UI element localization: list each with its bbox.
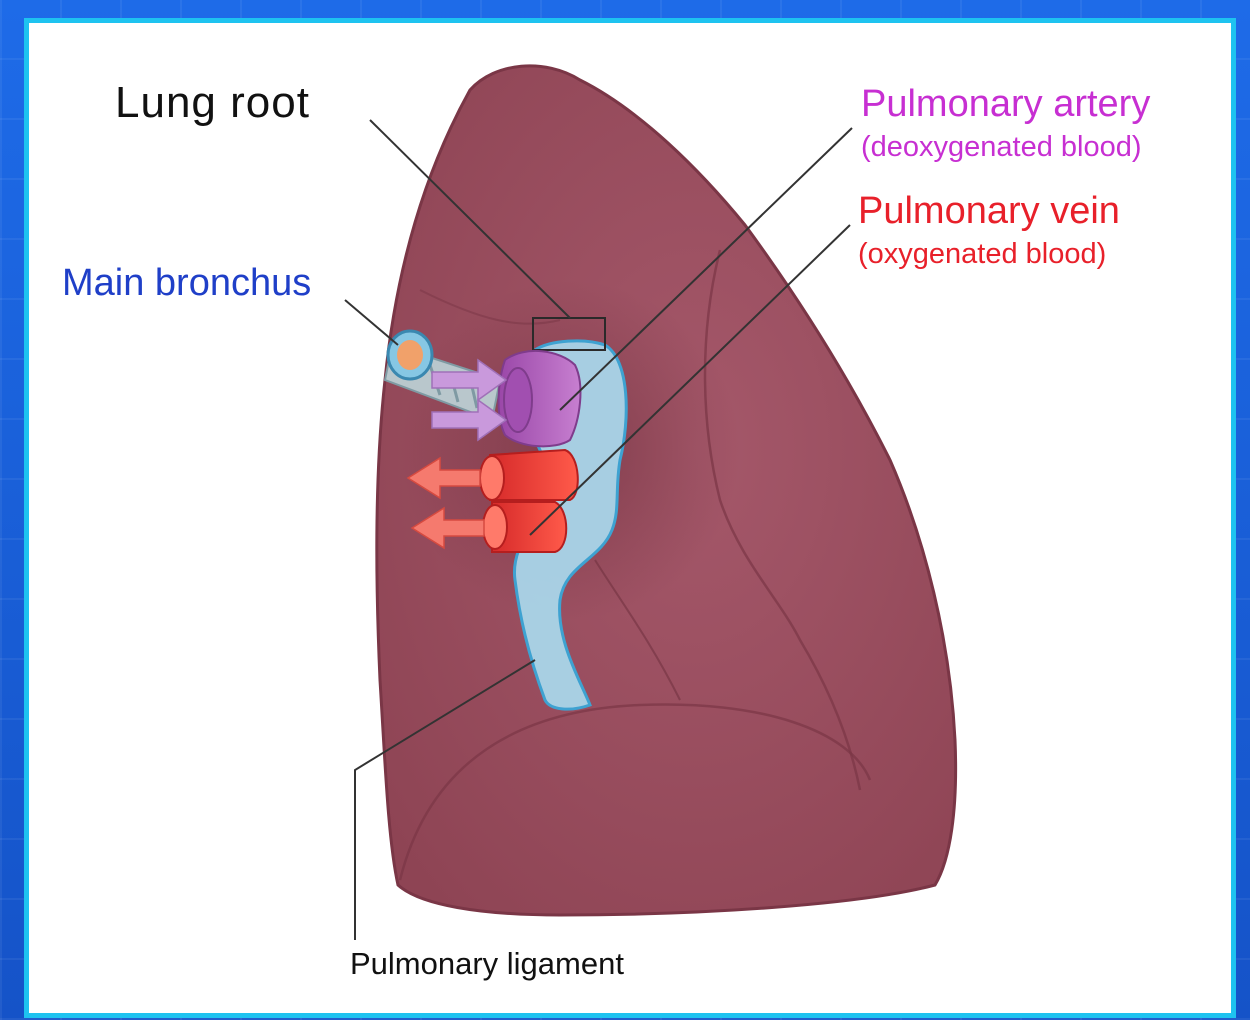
pulmonary-artery-label: Pulmonary artery (861, 83, 1150, 126)
pulmonary-artery-note: (deoxygenated blood) (861, 131, 1142, 164)
main-bronchus-label: Main bronchus (62, 262, 311, 305)
pulmonary-artery-vessel (499, 351, 581, 446)
pulmonary-vein-note: (oxygenated blood) (858, 238, 1106, 271)
pulmonary-vein-label: Pulmonary vein (858, 190, 1120, 233)
pulmonary-ligament-label: Pulmonary ligament (350, 946, 624, 982)
lung-root-label: Lung root (115, 78, 310, 128)
leader-main-bronchus (345, 300, 398, 345)
pulmonary-vein-vessels (480, 450, 578, 552)
